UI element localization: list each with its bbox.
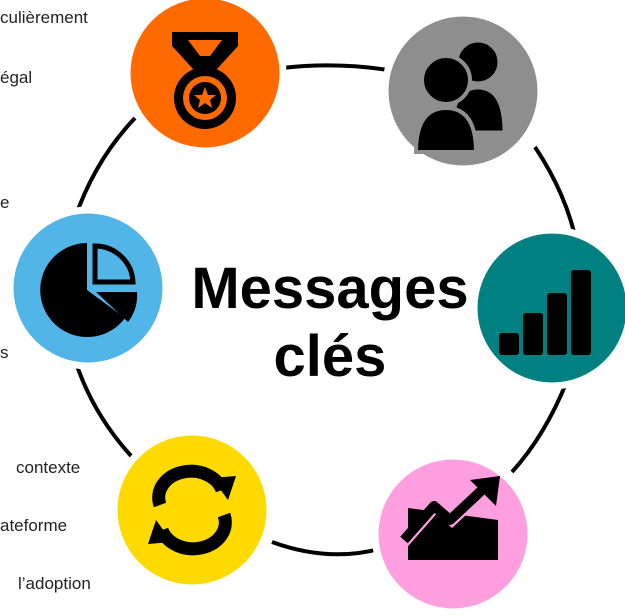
- title-line-1: Messages: [191, 256, 469, 321]
- node-bar-chart: [470, 226, 625, 390]
- refresh-icon: [148, 464, 236, 556]
- connector-arc: [73, 359, 135, 460]
- pie-chart-icon: [40, 243, 138, 337]
- text-fragment-7: l’adoption: [18, 574, 91, 593]
- trend-up-icon: [400, 476, 500, 560]
- text-fragment-4: s: [0, 343, 9, 362]
- text-fragment-1: culièrement: [0, 8, 88, 27]
- node-refresh: [110, 428, 274, 592]
- medal-icon: [172, 32, 238, 129]
- text-fragment-5: contexte: [16, 458, 81, 477]
- node-users: [381, 9, 545, 173]
- node-trend: [371, 452, 535, 616]
- text-fragment-3: e: [0, 193, 10, 212]
- text-fragment-2: égal: [0, 68, 33, 87]
- node-medal: [123, 0, 287, 155]
- connector-arc: [73, 116, 137, 219]
- text-fragment-6: ateforme: [0, 516, 68, 535]
- connector-arc: [281, 63, 389, 72]
- node-pie-chart: [6, 206, 170, 370]
- diagram-title: Messages clés: [170, 255, 490, 391]
- users-icon: [413, 39, 506, 154]
- title-line-2: clés: [273, 324, 387, 389]
- bar-chart-icon: [499, 270, 591, 355]
